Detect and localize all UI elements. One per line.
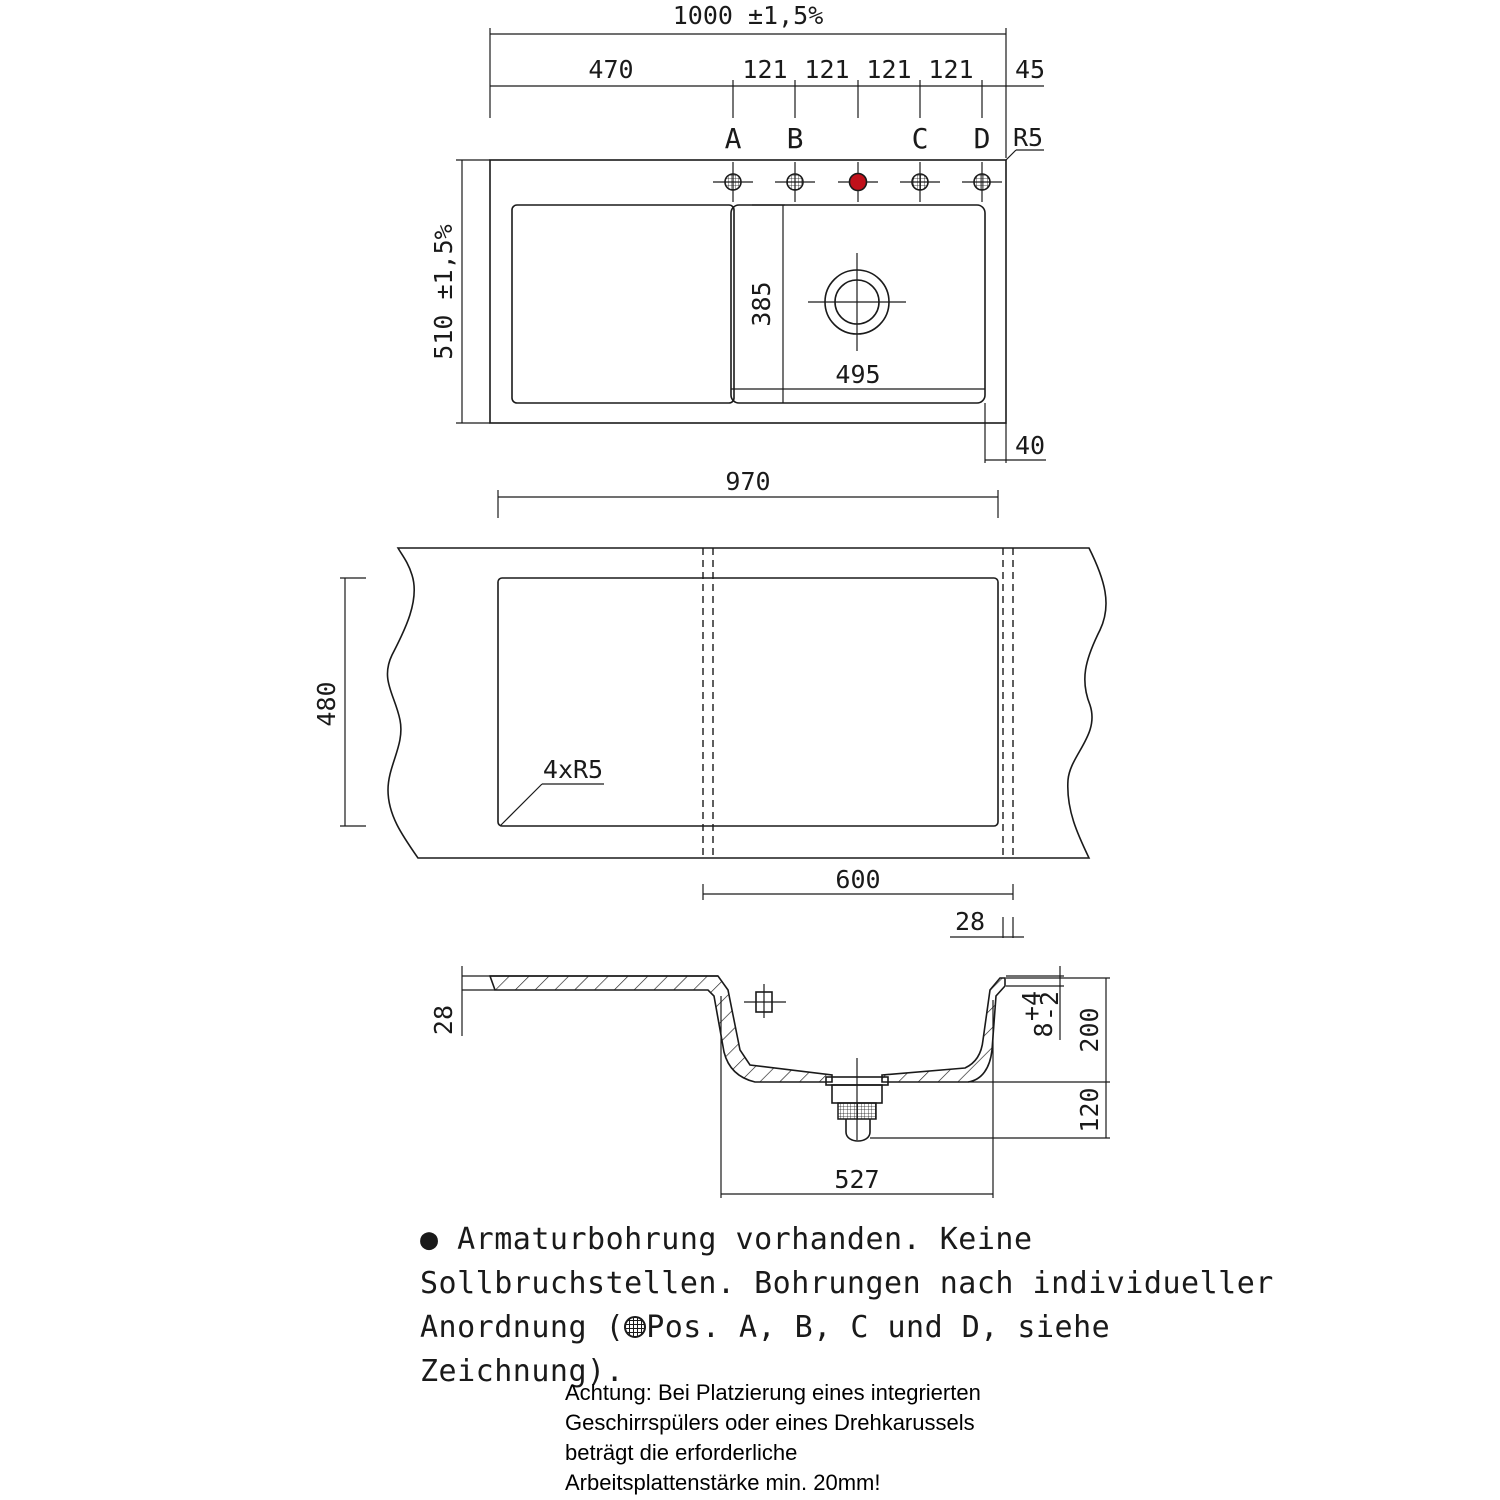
tolerance-value-label: 8 — [1029, 1022, 1058, 1037]
cutout-radius-label: 4xR5 — [543, 755, 603, 784]
warning-line-2: Geschirrspülers oder eines Drehkarussels — [565, 1410, 975, 1435]
tap-hole-b — [775, 162, 815, 202]
overall-width-label: 1000 ±1,5% — [673, 1, 824, 30]
segment-left-label: 470 — [588, 55, 633, 84]
dim-overflow-tolerance: 8 +4 -2 — [1006, 966, 1064, 1040]
rim-height-label: 28 — [429, 1005, 458, 1035]
tap-hole-center — [838, 162, 878, 202]
tolerance-plus-label: +4 — [1017, 991, 1046, 1021]
bowl-bottom-width-label: 527 — [834, 1165, 879, 1194]
note-line-3-text: Pos. A, B, C und D, siehe Zeichnung). — [420, 1310, 1111, 1389]
waste-outlet — [808, 253, 906, 351]
dim-hole-segments: 470 121 121 121 121 45 — [490, 55, 1045, 118]
tolerance-minus-label: -2 — [1035, 991, 1064, 1021]
note-line-3-prefix: Anordnung ( — [420, 1310, 625, 1345]
tap-hole-c — [900, 162, 940, 202]
corner-radius-leader — [1005, 149, 1017, 161]
note-line-2: Sollbruchstellen. Bohrungen nach individ… — [420, 1266, 1274, 1301]
dim-cutout-depth: 480 — [312, 577, 366, 827]
worktop-outline — [386, 547, 1107, 859]
edge-offset-label: 40 — [1015, 431, 1045, 460]
section-view: 28 8 +4 -2 200 120 527 — [429, 966, 1110, 1198]
tap-hole-d — [962, 162, 1002, 202]
tap-hole-note: ● Armaturbohrung vorhanden. Keine Sollbr… — [420, 1218, 1320, 1394]
dim-bowl-depth: 385 — [747, 204, 785, 403]
bowl-height-label: 200 — [1075, 1007, 1104, 1052]
segment-label-1: 121 — [742, 55, 787, 84]
drainer-area — [511, 204, 735, 404]
dim-edge-width: 28 — [950, 907, 1024, 938]
dim-overall-width: 1000 ±1,5% — [489, 1, 1007, 158]
dim-bowl-width: 495 — [731, 360, 985, 390]
dim-bowl-cutout-width: 600 — [702, 865, 1014, 900]
warning-line-3: beträgt die erforderliche — [565, 1440, 798, 1465]
note-line-1-text: Armaturbohrung vorhanden. Keine — [457, 1222, 1033, 1257]
cutout-view: 970 4xR5 480 600 — [312, 467, 1107, 938]
cutout-width-label: 970 — [725, 467, 770, 496]
edge-width-label: 28 — [955, 907, 985, 936]
drainer-section — [488, 975, 833, 1083]
hole-label-a: A — [725, 122, 742, 155]
dim-rim-height: 28 — [429, 966, 495, 1036]
overflow-symbol — [744, 984, 786, 1018]
drain-height-label: 120 — [1075, 1087, 1104, 1132]
bowl-cutout-width-label: 600 — [835, 865, 880, 894]
drain-assembly — [825, 1058, 889, 1142]
hole-label-b: B — [787, 122, 804, 155]
dim-bowl-height: 200 — [968, 977, 1110, 1083]
segment-right-label: 45 — [1015, 55, 1045, 84]
worktop-warning: Achtung: Bei Platzierung eines integrier… — [565, 1378, 1125, 1498]
hole-label-c: C — [912, 122, 929, 155]
warning-line-4: Arbeitsplattenstärke min. 20mm! — [565, 1470, 881, 1495]
dim-drain-height: 120 — [870, 1082, 1110, 1139]
hole-grid-icon — [624, 1316, 647, 1338]
dim-edge-offset: 40 — [984, 403, 1046, 463]
bowl-hidden-lines — [702, 548, 1014, 858]
segment-label-2: 121 — [804, 55, 849, 84]
note-line-3: Anordnung (Pos. A, B, C und D, siehe Zei… — [420, 1306, 1320, 1394]
note-line-1: ● Armaturbohrung vorhanden. Keine — [420, 1218, 1320, 1262]
hole-label-d: D — [974, 122, 991, 155]
dim-cutout-width: 970 — [497, 467, 999, 518]
dim-bowl-bottom-width: 527 — [720, 996, 994, 1198]
top-view: 1000 ±1,5% 470 121 121 121 121 45 A B C … — [429, 1, 1046, 463]
cutout-radius-callout: 4xR5 — [499, 755, 604, 827]
tap-hole-a — [713, 162, 753, 202]
bowl-outline — [730, 204, 986, 404]
sink-outline — [489, 159, 1007, 424]
overall-depth-label: 510 ±1,5% — [429, 224, 458, 359]
corner-radius-label: R5 — [1013, 123, 1043, 152]
bowl-width-label: 495 — [835, 360, 880, 389]
segment-label-3: 121 — [866, 55, 911, 84]
segment-label-4: 121 — [928, 55, 973, 84]
bowl-depth-label: 385 — [747, 281, 776, 326]
bullet-icon: ● — [420, 1222, 439, 1257]
warning-line-1: Achtung: Bei Platzierung eines integrier… — [565, 1380, 981, 1405]
dim-overall-depth: 510 ±1,5% — [429, 159, 490, 424]
bowl-section — [881, 977, 1006, 1083]
cutout-depth-label: 480 — [312, 681, 341, 726]
cutout-rectangle — [497, 577, 999, 827]
